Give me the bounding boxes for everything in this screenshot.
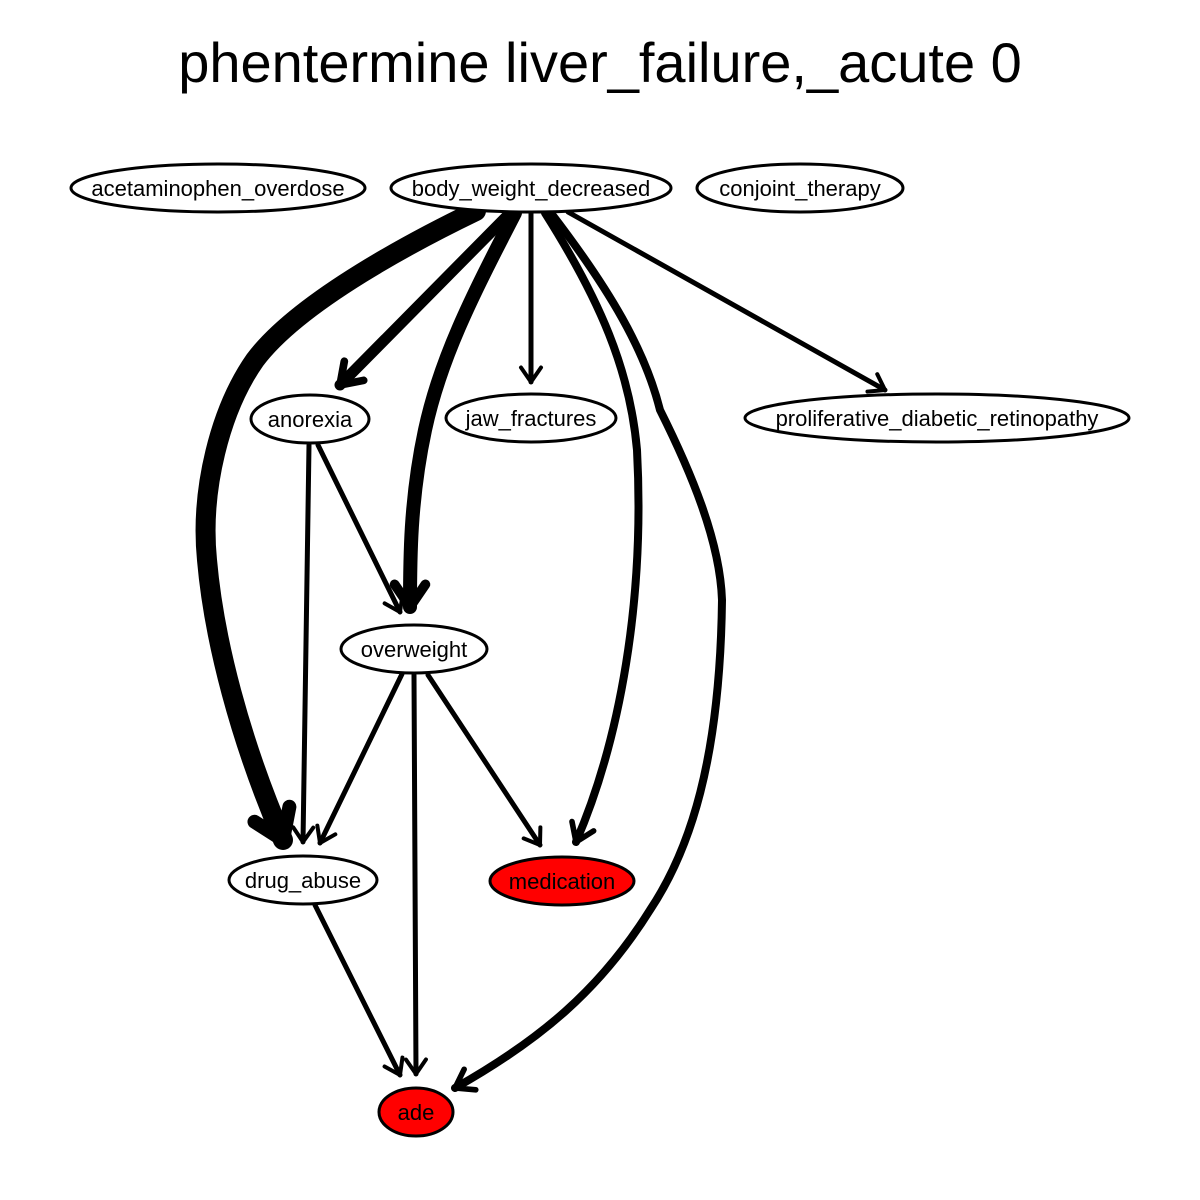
node-label: anorexia <box>268 407 353 432</box>
node-label: ade <box>398 1100 435 1125</box>
arrowhead-icon <box>519 365 543 384</box>
edge-body_weight_decreased-to-ade <box>451 209 726 1093</box>
node-label: acetaminophen_overdose <box>91 176 344 201</box>
edge-anorexia-to-drug_abuse <box>291 442 316 845</box>
graph-title: phentermine liver_failure,_acute 0 <box>178 31 1022 94</box>
node-label: medication <box>509 869 615 894</box>
edge-anorexia-to-overweight <box>315 442 405 615</box>
arrowhead-icon <box>389 579 431 612</box>
edge-body_weight_decreased-to-overweight <box>389 206 522 614</box>
node-conjoint_therapy: conjoint_therapy <box>695 162 905 214</box>
edge-overweight-to-medication <box>425 672 543 848</box>
node-ellipse <box>488 855 636 907</box>
node-body_weight_decreased: body_weight_decreased <box>389 162 673 214</box>
node-ellipse <box>743 392 1131 444</box>
node-ellipse <box>695 162 905 214</box>
edge-body_weight_decreased-to-medication <box>541 209 643 846</box>
nodes-layer: acetaminophen_overdose body_weight_decrea… <box>69 162 1131 1138</box>
node-ellipse <box>249 393 371 445</box>
node-ellipse <box>339 623 489 675</box>
node-anorexia: anorexia <box>249 393 371 445</box>
edge-overweight-to-ade <box>403 672 428 1077</box>
node-label: drug_abuse <box>245 868 361 893</box>
arrowhead-icon <box>336 357 368 389</box>
arrowhead-icon <box>403 1057 428 1076</box>
arrowhead-icon <box>521 825 543 847</box>
arrowhead-icon <box>865 372 887 394</box>
node-ellipse <box>69 162 367 214</box>
node-medication: medication <box>488 855 636 907</box>
node-label: body_weight_decreased <box>412 176 651 201</box>
arrowhead-icon <box>315 823 338 845</box>
edge-body_weight_decreased-to-proliferative_diabetic_retinopathy <box>565 209 888 394</box>
node-acetaminophen_overdose: acetaminophen_overdose <box>69 162 367 214</box>
node-label: proliferative_diabetic_retinopathy <box>776 406 1099 431</box>
arrowhead-icon <box>382 592 405 614</box>
node-ellipse <box>389 162 673 214</box>
node-drug_abuse: drug_abuse <box>227 854 379 906</box>
node-overweight: overweight <box>339 623 489 675</box>
edge-drug_abuse-to-ade <box>312 902 405 1078</box>
arrowhead-icon <box>291 825 316 844</box>
node-label: conjoint_therapy <box>719 176 880 201</box>
node-ade: ade <box>377 1086 455 1138</box>
node-ellipse <box>444 392 618 444</box>
edge-body_weight_decreased-to-jaw_fractures <box>519 210 543 385</box>
edge-overweight-to-drug_abuse <box>315 671 405 846</box>
arrowhead-icon <box>382 1055 405 1077</box>
node-proliferative_diabetic_retinopathy: proliferative_diabetic_retinopathy <box>743 392 1131 444</box>
arrowhead-icon <box>452 1066 479 1093</box>
arrowhead-icon <box>247 799 297 847</box>
node-label: overweight <box>361 637 467 662</box>
edge-body_weight_decreased-to-drug_abuse <box>195 201 486 850</box>
node-label: jaw_fractures <box>465 406 597 431</box>
node-ellipse <box>227 854 379 906</box>
node-ellipse <box>377 1086 455 1138</box>
edge-body_weight_decreased-to-anorexia <box>334 207 516 391</box>
edges-layer <box>195 201 888 1093</box>
arrowhead-icon <box>569 818 597 845</box>
node-jaw_fractures: jaw_fractures <box>444 392 618 444</box>
